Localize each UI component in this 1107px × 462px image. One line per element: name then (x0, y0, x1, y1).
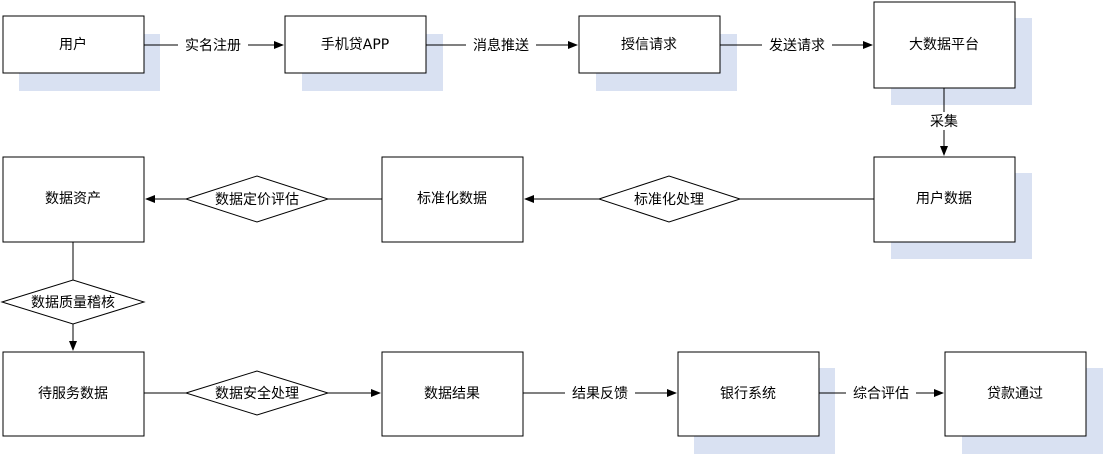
node-data-asset-label: 数据资产 (45, 191, 101, 207)
node-phone-app-label: 手机贷APP (321, 37, 389, 53)
node-data-asset: 数据资产 (2, 156, 145, 243)
node-user-data-label: 用户数据 (916, 190, 972, 207)
node-user: 用户 (2, 15, 145, 74)
node-big-data-platform: 大数据平台 (873, 1, 1016, 89)
edge-push: 消息推送 (426, 36, 578, 54)
edge-feedback: 结果反馈 (523, 384, 677, 402)
node-pending-data-label: 待服务数据 (38, 386, 108, 402)
node-standard-data-label: 标准化数据 (417, 191, 487, 207)
decision-standardize-label: 标准化处理 (634, 192, 704, 208)
decision-standardize: 标准化处理 (597, 175, 742, 223)
edge-send-request: 发送请求 (720, 36, 873, 54)
decision-quality-label: 数据质量稽核 (31, 295, 115, 311)
node-loan-approved-label: 贷款通过 (987, 386, 1043, 402)
edge-feedback-label: 结果反馈 (572, 386, 628, 402)
edge-send-request-label: 发送请求 (769, 38, 825, 54)
decision-security: 数据安全处理 (184, 370, 330, 416)
node-credit-request-label: 授信请求 (621, 37, 677, 53)
node-bank-system: 银行系统 (677, 351, 820, 437)
edge-evaluate: 综合评估 (819, 384, 944, 402)
decision-quality: 数据质量稽核 (0, 279, 146, 325)
node-pending-data: 待服务数据 (2, 351, 145, 437)
node-data-result: 数据结果 (381, 351, 524, 437)
decision-pricing-label: 数据定价评估 (215, 192, 299, 208)
node-standard-data: 标准化数据 (381, 156, 524, 243)
edge-evaluate-label: 综合评估 (853, 386, 909, 402)
edge-push-label: 消息推送 (473, 37, 529, 54)
node-big-data-platform-label: 大数据平台 (909, 37, 979, 53)
node-user-label: 用户 (59, 36, 87, 53)
node-bank-system-label: 银行系统 (720, 386, 776, 402)
node-data-result-label: 数据结果 (424, 386, 480, 402)
node-user-data: 用户数据 (873, 156, 1016, 243)
decision-security-label: 数据安全处理 (215, 385, 299, 402)
edge-real-name: 实名注册 (144, 36, 284, 54)
node-loan-approved: 贷款通过 (944, 351, 1087, 437)
edge-collect-label: 采集 (930, 113, 958, 130)
edge-collect: 采集 (924, 88, 964, 156)
node-phone-app: 手机贷APP (284, 15, 427, 74)
node-credit-request: 授信请求 (578, 15, 721, 74)
decision-pricing: 数据定价评估 (184, 175, 330, 223)
edge-real-name-label: 实名注册 (185, 38, 241, 54)
